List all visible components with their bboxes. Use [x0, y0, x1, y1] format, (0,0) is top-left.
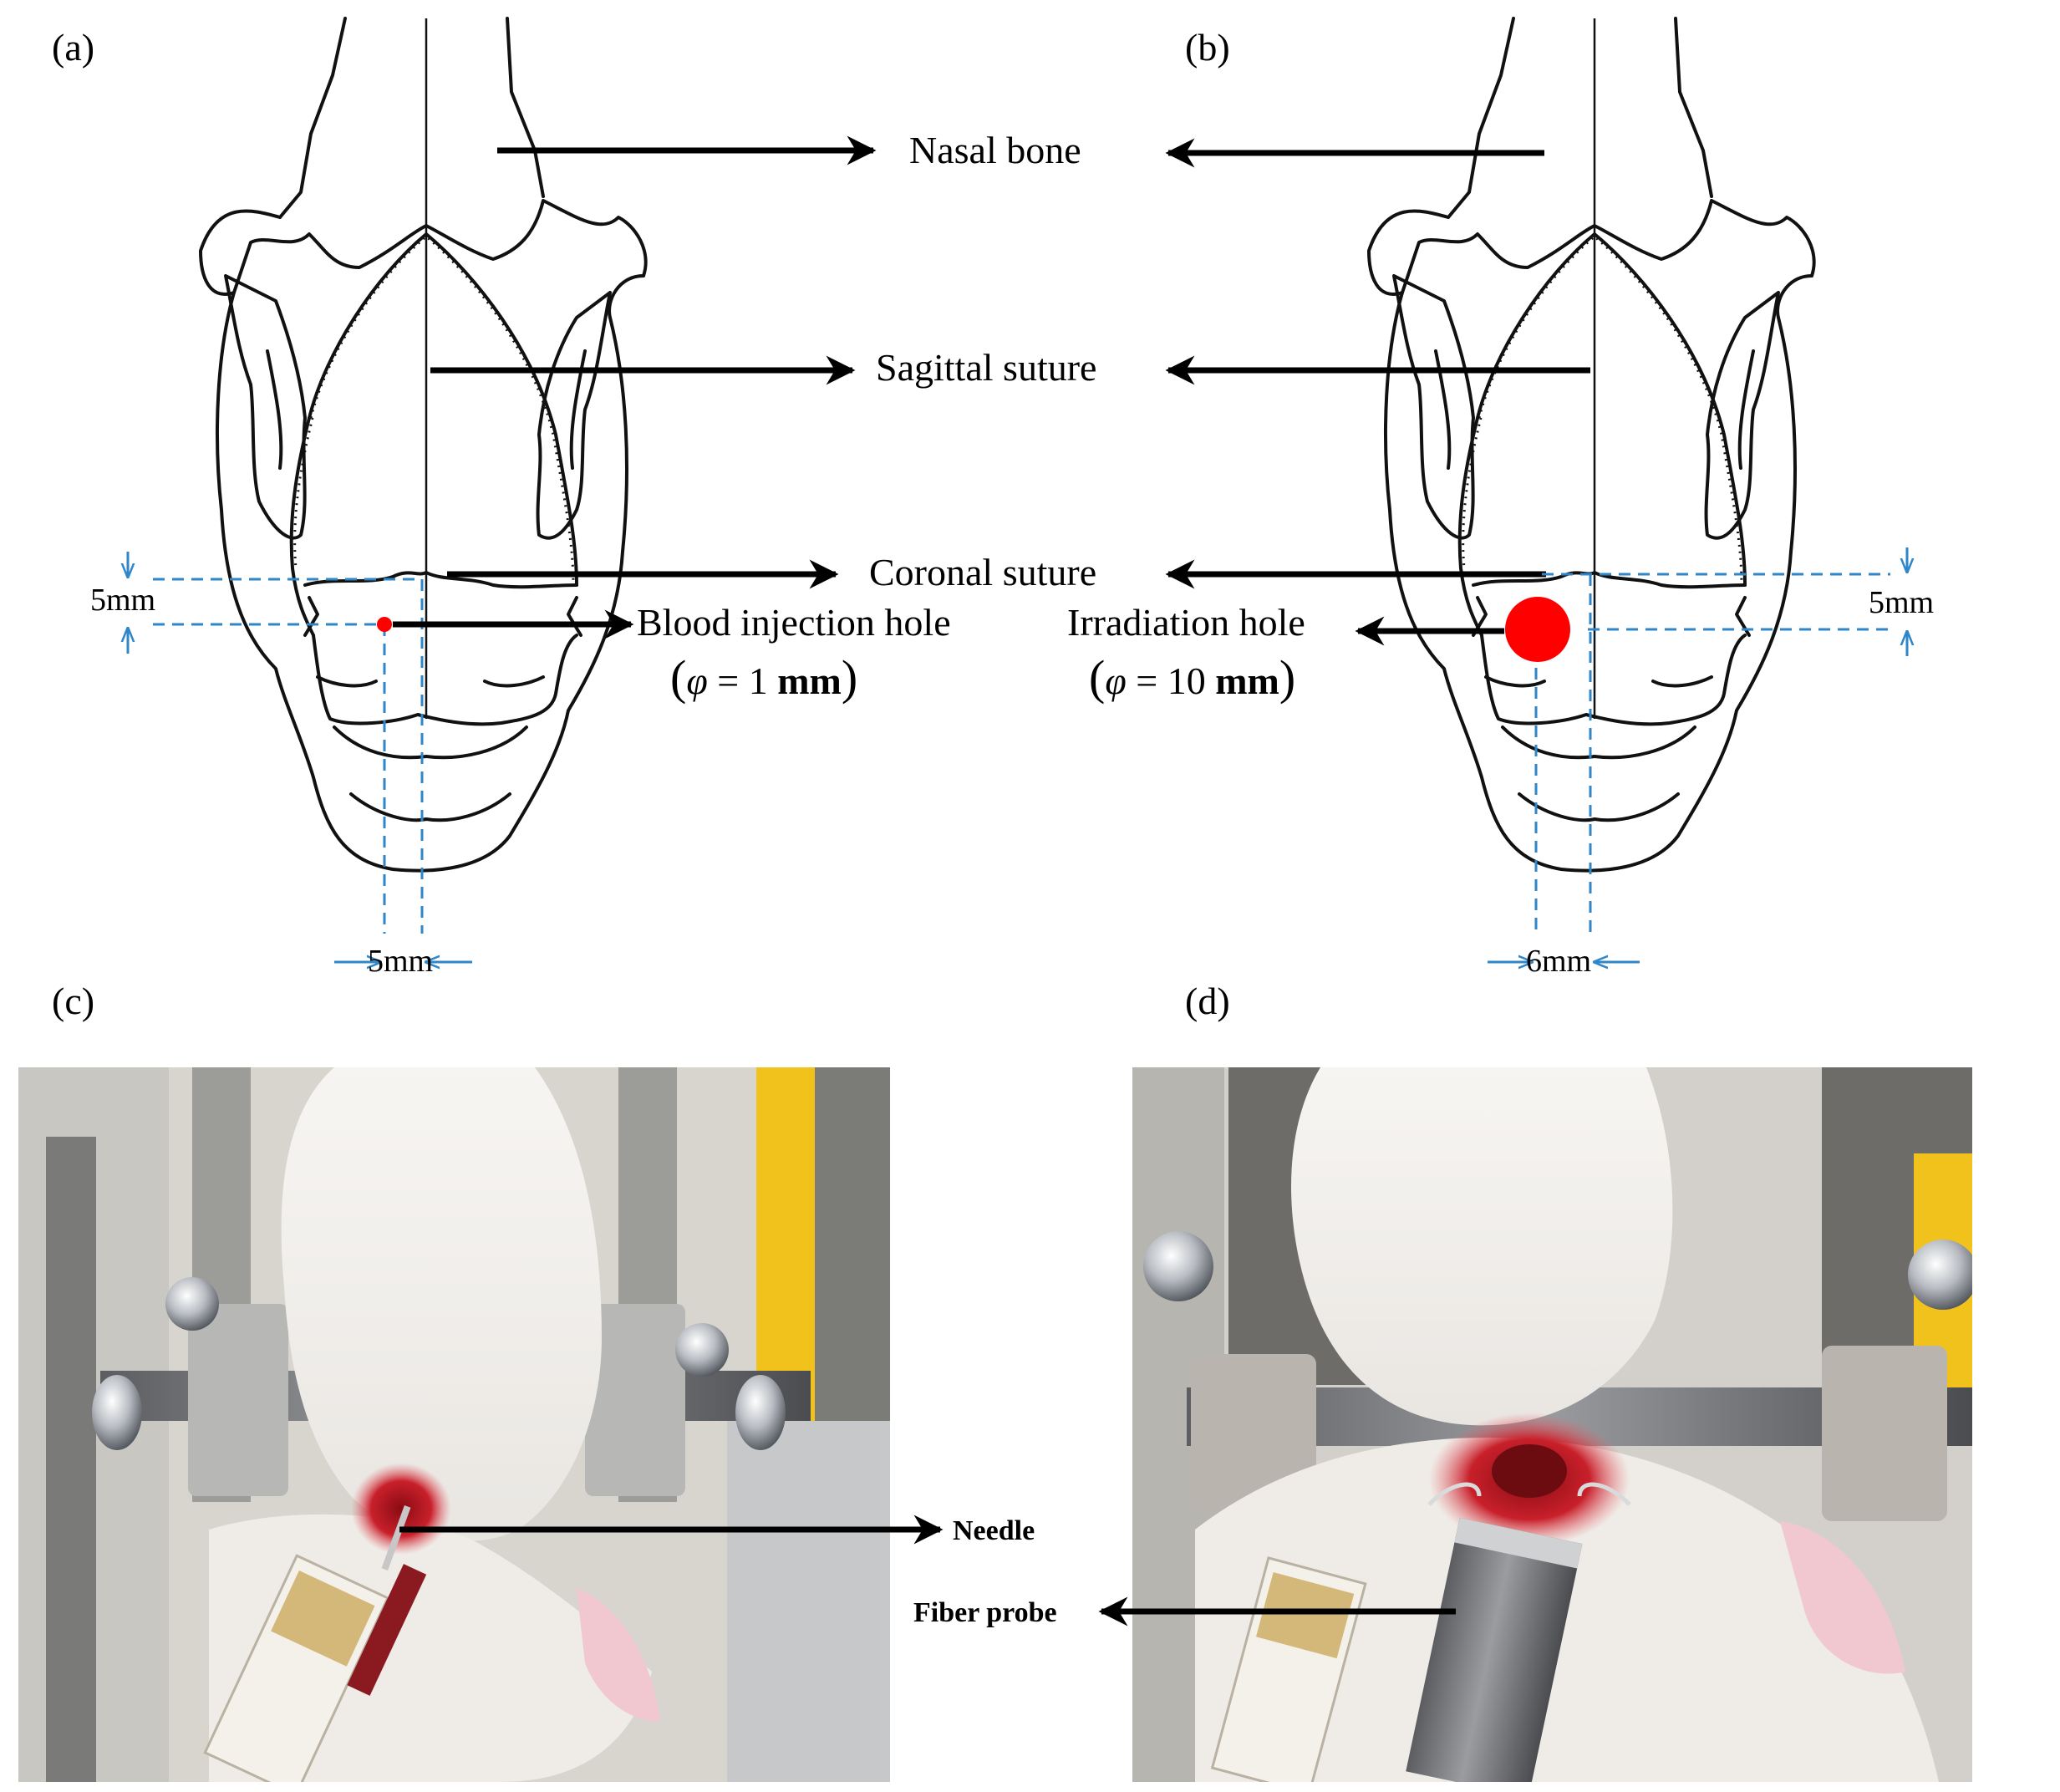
nasal-bone-label: Nasal bone: [909, 129, 1081, 171]
skull-drawing-a: [199, 17, 648, 873]
blood-injection-hole-diameter: (φ = 1 mm): [670, 650, 857, 705]
irradiation-hole-label: Irradiation hole: [1067, 601, 1305, 644]
fiber-probe-label: Fiber probe: [913, 1597, 1057, 1628]
photo-d: [1132, 1067, 1972, 1782]
irradiation-hole-diameter: (φ = 10 mm): [1089, 650, 1295, 705]
sagittal-suture-label: Sagittal suture: [876, 346, 1096, 389]
photo-c: [18, 1067, 890, 1782]
dimension-guides-a: [128, 552, 472, 962]
dimension-b-horizontal: 6mm: [1526, 944, 1591, 979]
panel-d-tag: (d): [1185, 980, 1230, 1022]
needle-label: Needle: [953, 1515, 1035, 1546]
dimension-a-vertical: 5mm: [90, 583, 155, 618]
dimension-a-horizontal: 5mm: [368, 944, 433, 979]
dimension-b-vertical: 5mm: [1869, 585, 1934, 620]
dimension-guides-b: [1488, 547, 1907, 962]
skull-drawing-b: [1367, 17, 1816, 873]
panel-a-tag: (a): [52, 26, 94, 69]
coronal-suture-label: Coronal suture: [869, 551, 1096, 593]
panel-c-tag: (c): [52, 980, 94, 1022]
blood-injection-hole-marker: [377, 617, 392, 632]
panel-b-tag: (b): [1185, 26, 1230, 69]
blood-injection-hole-label: Blood injection hole: [637, 601, 951, 644]
irradiation-hole-marker: [1505, 597, 1570, 662]
